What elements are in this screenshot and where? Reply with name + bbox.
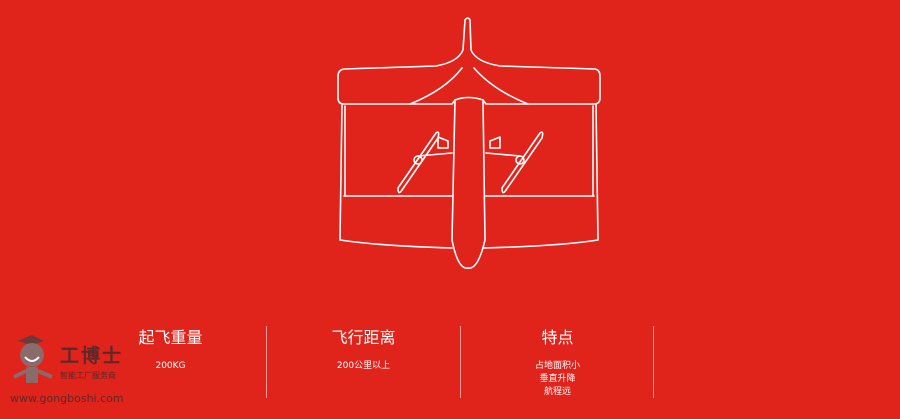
spec-value: 垂直升降 <box>539 374 576 384</box>
spec-value: 占地面积小 <box>534 361 580 371</box>
watermark-url: www.gongboshi.com <box>10 392 124 405</box>
spec-title: 飞行距离 <box>331 328 396 347</box>
watermark-logo: 工博士 智能工厂服务商 www.gongboshi.com <box>6 335 136 415</box>
spec-takeoff-weight: 起飞重量 200KG <box>74 326 267 373</box>
spec-features: 特点 占地面积小 垂直升降 航程远 <box>461 326 654 399</box>
spec-value: 航程远 <box>543 387 571 397</box>
spec-title: 特点 <box>541 328 574 347</box>
watermark-brand: 工博士 <box>60 345 124 367</box>
spec-value: 200公里以上 <box>336 361 391 371</box>
divider <box>653 326 654 398</box>
drone-illustration-icon <box>337 17 601 269</box>
spec-flight-distance: 飞行距离 200公里以上 <box>267 326 460 373</box>
spec-title: 起飞重量 <box>138 328 203 347</box>
mascot-icon <box>13 335 53 383</box>
divider <box>266 326 267 398</box>
watermark-tagline: 智能工厂服务商 <box>60 371 116 380</box>
spec-value: 200KG <box>155 361 186 371</box>
divider <box>460 326 461 398</box>
